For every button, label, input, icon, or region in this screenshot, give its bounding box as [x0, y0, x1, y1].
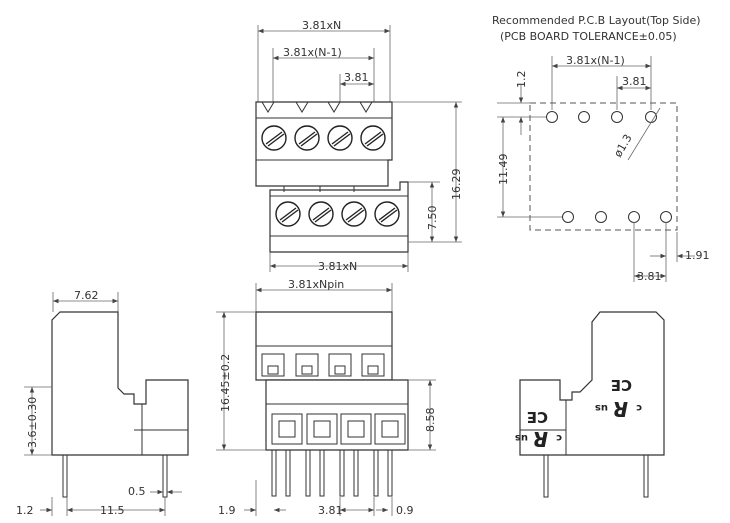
front-dim-right: 0.9	[396, 504, 414, 517]
pcb-hole	[562, 211, 574, 223]
ur-mark-icon: c R us	[515, 427, 562, 451]
svg-text:R: R	[533, 427, 548, 451]
front-lower-windows	[271, 413, 406, 445]
side-plug-body	[51, 311, 189, 456]
screw-icon	[294, 125, 320, 151]
screw-icon	[374, 201, 400, 227]
side-dim-top: 7.62	[74, 289, 99, 302]
svg-text:us: us	[515, 432, 528, 443]
cert-body-outline	[519, 311, 665, 456]
connector-top-view: 3.81xN 3.81x(N-1) 3.81	[255, 19, 463, 273]
pcb-board-outline	[529, 102, 678, 231]
ur-mark-icon: c R us	[595, 397, 642, 421]
connector-cert-view: CE c R us CE c R us	[515, 311, 665, 498]
screw-icon	[327, 125, 353, 151]
pcb-title: Recommended P.C.B Layout(Top Side)	[492, 14, 701, 27]
pcb-hole	[546, 111, 558, 123]
top-dim-bottom: 3.81xN	[318, 260, 357, 273]
screw-icon	[261, 125, 287, 151]
connector-side-view: 7.62 3.6±0.30 1.2 11.5 0.5	[16, 289, 189, 517]
front-dim-height: 16.45±0.2	[219, 354, 232, 412]
front-dim-width: 3.81xNpin	[288, 278, 344, 291]
pcb-layout-view: Recommended P.C.B Layout(Top Side) (PCB …	[492, 14, 710, 283]
svg-text:c: c	[636, 402, 642, 413]
connector-front-view: 3.81xNpin	[216, 278, 437, 517]
cert-pins	[543, 454, 649, 498]
screw-icon	[275, 201, 301, 227]
pcb-hole	[660, 211, 672, 223]
pcb-dim-pitch-bottom: 3.81	[637, 270, 662, 283]
svg-text:R: R	[613, 397, 628, 421]
pcb-hole	[595, 211, 607, 223]
side-dim-edge: 1.2	[16, 504, 34, 517]
screw-icon	[360, 125, 386, 151]
svg-text:CE: CE	[527, 408, 548, 426]
svg-text:CE: CE	[611, 376, 632, 394]
top-dim-total: 3.81xN	[302, 19, 341, 32]
svg-text:us: us	[595, 402, 608, 413]
top-dim-lower: 7.50	[426, 206, 439, 231]
pcb-hole	[628, 211, 640, 223]
pcb-dim-rows: 11.49	[497, 154, 510, 186]
top-dim-pitch: 3.81	[344, 71, 369, 84]
side-dim-pin: 0.5	[128, 485, 146, 498]
pcb-dim-edge-top: 1.2	[515, 71, 528, 89]
pcb-dim-offset: 1.91	[685, 249, 710, 262]
pcb-holes-bottom-row	[562, 211, 672, 223]
front-dim-pitch: 3.81	[318, 504, 343, 517]
upper-screw-row	[261, 125, 386, 151]
pcb-dim-pitch-total: 3.81x(N-1)	[566, 54, 625, 67]
screw-icon	[341, 201, 367, 227]
pcb-holes-top-row	[546, 111, 657, 123]
ce-mark-icon: CE	[527, 408, 548, 426]
front-dim-pin-height: 8.58	[424, 408, 437, 433]
side-pins	[62, 454, 168, 498]
front-pins	[271, 449, 393, 497]
pcb-hole	[578, 111, 590, 123]
svg-text:c: c	[556, 432, 562, 443]
pcb-dim-pitch: 3.81	[622, 75, 647, 88]
side-dim-height: 3.6±0.30	[26, 397, 39, 448]
front-upper-windows	[261, 353, 385, 377]
screw-icon	[308, 201, 334, 227]
pcb-tolerance: (PCB BOARD TOLERANCE±0.05)	[500, 30, 677, 43]
top-dim-pitch-total: 3.81x(N-1)	[283, 46, 342, 59]
front-dim-left: 1.9	[218, 504, 236, 517]
lower-screw-row	[275, 201, 400, 227]
pcb-hole	[611, 111, 623, 123]
ce-mark-icon: CE	[611, 376, 632, 394]
side-dim-depth: 11.5	[100, 504, 125, 517]
top-dim-height: 16.29	[450, 169, 463, 201]
